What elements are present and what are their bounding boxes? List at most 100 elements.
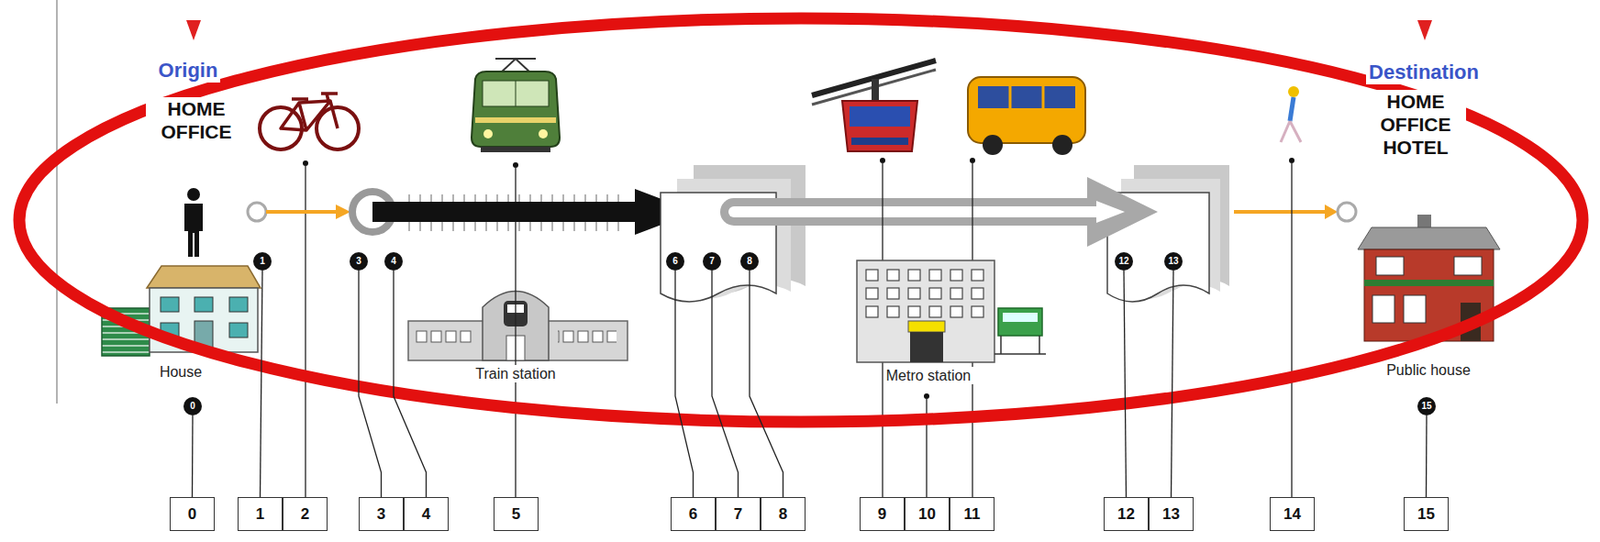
callout-dot: 3 (349, 252, 368, 271)
callout-number: 8 (746, 256, 753, 267)
person-body (184, 203, 203, 257)
highlight-ellipse (19, 18, 1583, 423)
leader-dot (302, 160, 309, 167)
place-type: HOME OFFICE (145, 97, 247, 144)
callout-number: 9 (877, 506, 887, 523)
callout-dot: 4 (384, 252, 403, 271)
pub-window (1403, 295, 1426, 323)
callout-box: 3 (358, 497, 404, 532)
bus-window-bar (1009, 86, 1012, 109)
bicycle-frame (280, 93, 338, 131)
leader-line (1171, 270, 1175, 498)
leader-dot (969, 157, 976, 164)
person-head (187, 188, 200, 201)
callout-number: 10 (918, 506, 936, 523)
egress-leg (1233, 210, 1329, 214)
origin-marker (186, 20, 201, 41)
bus-body (967, 77, 1086, 144)
bus-wheel (1052, 134, 1073, 156)
callout-dot: 15 (1417, 397, 1436, 416)
walker-legs (1280, 121, 1301, 143)
pub-roof (1357, 227, 1500, 250)
place-type: HOME OFFICE HOTEL (1365, 89, 1467, 160)
bus-windows (977, 86, 1076, 109)
callout-number: 15 (1421, 401, 1432, 412)
callout-dot: 0 (183, 397, 202, 416)
destination-heading: Destination (1366, 60, 1482, 85)
house-roof (146, 266, 261, 289)
pub-trim (1364, 279, 1494, 287)
callout-number: 7 (733, 506, 743, 523)
trip-end (1337, 202, 1356, 222)
callout-box: 4 (403, 497, 449, 532)
cable-car-window (849, 106, 911, 127)
callout-number: 1 (259, 256, 266, 267)
callout-box: 5 (493, 497, 539, 532)
leader-line (1123, 270, 1127, 498)
callout-box: 7 (715, 497, 761, 532)
station-windows (414, 330, 474, 344)
metro-windows (864, 267, 991, 323)
callout-number: 7 (709, 256, 715, 267)
callout-number: 4 (422, 506, 431, 523)
callout-number: 2 (300, 506, 310, 523)
callout-box: 15 (1403, 497, 1449, 532)
leader-line (358, 270, 382, 498)
train-stripe (475, 117, 556, 123)
leader-line (1290, 163, 1292, 498)
train-leg-arrow (372, 188, 696, 235)
callout-box: 6 (670, 497, 716, 532)
leader-line (393, 270, 427, 498)
page-border (55, 0, 58, 404)
callout-dot: 12 (1114, 252, 1134, 271)
callout-number: 5 (511, 506, 521, 523)
callout-number: 0 (189, 401, 196, 412)
callout-number: 0 (188, 506, 197, 523)
urban-leg-inner (733, 206, 1101, 218)
leader-line (749, 270, 784, 498)
callout-box: 14 (1269, 497, 1315, 532)
train-light (483, 129, 493, 139)
metro-building (856, 260, 995, 363)
callout-number: 1 (255, 506, 265, 523)
metro-door (910, 332, 944, 363)
callout-number: 4 (390, 256, 397, 267)
egress-arrowhead (1324, 204, 1338, 220)
cable-hanger (871, 78, 879, 101)
pub-window (1454, 256, 1482, 276)
callout-box: 13 (1148, 497, 1194, 532)
house-window (160, 297, 179, 312)
urban-leg-inner-head (1096, 200, 1125, 223)
cable-car-band (851, 137, 909, 145)
callout-number: 3 (355, 256, 362, 267)
place-label: Public house (1383, 361, 1474, 379)
callout-box: 2 (282, 497, 328, 532)
callout-box: 9 (859, 497, 905, 532)
tram (998, 308, 1043, 336)
walker-head (1288, 86, 1300, 98)
callout-number: 13 (1162, 506, 1180, 523)
callout-dot: 7 (702, 252, 722, 271)
cable-car-cabin (842, 100, 918, 152)
pub-window (1372, 295, 1395, 323)
leader-line (191, 415, 194, 498)
tram-window (1002, 312, 1038, 323)
origin-heading: Origin (155, 58, 222, 83)
leader-line (675, 270, 694, 498)
callout-box: 0 (169, 497, 215, 532)
pub-window (1376, 256, 1404, 276)
callout-dot: 13 (1164, 252, 1183, 271)
place-label: Metro station (883, 366, 974, 385)
cable (811, 69, 936, 105)
callout-box: 12 (1103, 497, 1149, 532)
callout-box: 11 (949, 497, 995, 532)
place-label: Train station (472, 365, 558, 383)
callout-number: 13 (1167, 256, 1178, 267)
metro-sign (908, 321, 945, 333)
leader-line (304, 166, 306, 498)
callout-number: 12 (1117, 506, 1135, 523)
pantograph (495, 57, 536, 60)
